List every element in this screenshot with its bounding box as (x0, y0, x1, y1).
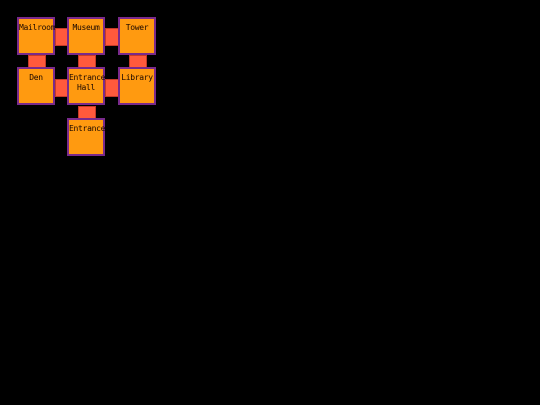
door-entrance-hall-library[interactable] (105, 79, 119, 97)
room-den[interactable]: Den (17, 67, 55, 105)
room-entrance[interactable]: Entrance (67, 118, 105, 156)
room-tower[interactable]: Tower (118, 17, 156, 55)
door-museum-tower[interactable] (105, 28, 119, 46)
room-mailroom[interactable]: Mailroom (17, 17, 55, 55)
room-library[interactable]: Library (118, 67, 156, 105)
room-museum[interactable]: Museum (67, 17, 105, 55)
room-entrance-hall[interactable]: Entrance Hall (67, 67, 105, 105)
